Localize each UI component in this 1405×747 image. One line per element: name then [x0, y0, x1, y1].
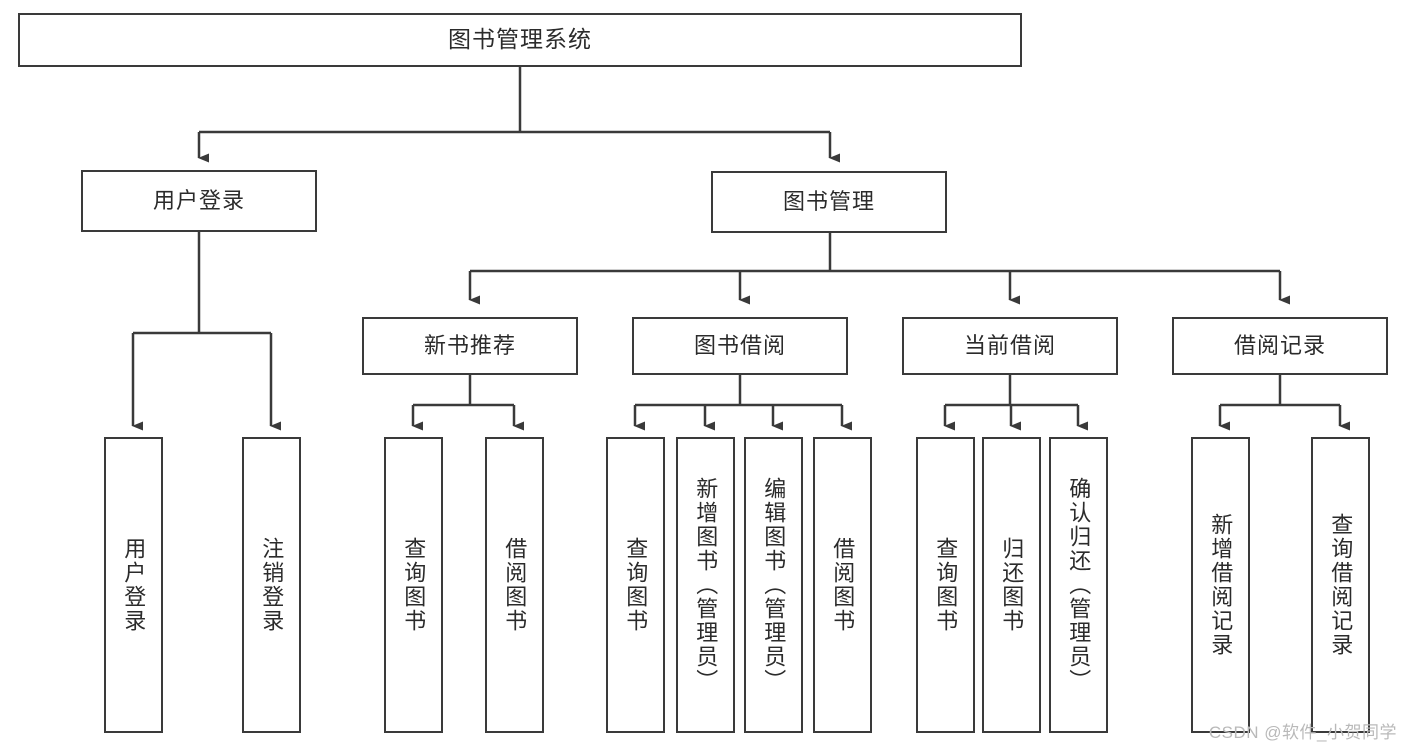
leaf-edit-book-admin[interactable]: 编辑图书（管理员） — [744, 437, 803, 733]
leaf-add-book-admin[interactable]: 新增图书（管理员） — [676, 437, 735, 733]
watermark-text: CSDN @软件_小贺同学 — [1208, 723, 1397, 742]
node-root-book-management-system[interactable]: 图书管理系统 — [18, 13, 1022, 67]
node-user-login[interactable]: 用户登录 — [81, 170, 317, 232]
leaf-borrow-book[interactable]: 借阅图书 — [813, 437, 872, 733]
node-book-management[interactable]: 图书管理 — [711, 171, 947, 233]
node-new-book-recommend[interactable]: 新书推荐 — [362, 317, 578, 375]
node-book-borrow[interactable]: 图书借阅 — [632, 317, 848, 375]
leaf-logout[interactable]: 注销登录 — [242, 437, 301, 733]
leaf-borrow-book-recommend[interactable]: 借阅图书 — [485, 437, 544, 733]
leaf-query-book-borrow[interactable]: 查询图书 — [606, 437, 665, 733]
node-borrow-record[interactable]: 借阅记录 — [1172, 317, 1388, 375]
leaf-query-book-current[interactable]: 查询图书 — [916, 437, 975, 733]
leaf-confirm-return-admin[interactable]: 确认归还（管理员） — [1049, 437, 1108, 733]
leaf-add-borrow-record[interactable]: 新增借阅记录 — [1191, 437, 1250, 733]
leaf-user-login[interactable]: 用户登录 — [104, 437, 163, 733]
node-current-borrow[interactable]: 当前借阅 — [902, 317, 1118, 375]
leaf-query-book-recommend[interactable]: 查询图书 — [384, 437, 443, 733]
leaf-return-book[interactable]: 归还图书 — [982, 437, 1041, 733]
leaf-query-borrow-record[interactable]: 查询借阅记录 — [1311, 437, 1370, 733]
